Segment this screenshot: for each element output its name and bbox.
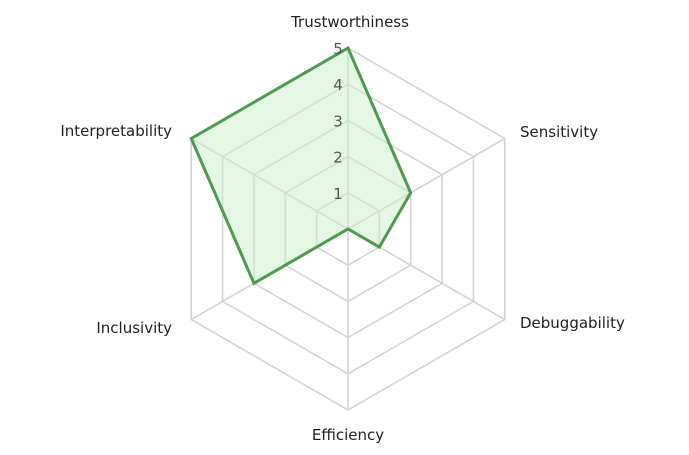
axis-label-interpretability: Interpretability <box>60 122 172 140</box>
radial-ticks: 1 2 3 4 5 <box>333 40 343 203</box>
radar-series <box>189 45 413 286</box>
axis-label-trustworthiness: Trustworthiness <box>290 13 409 31</box>
tick-label-3: 3 <box>333 112 343 130</box>
tick-label-5: 5 <box>333 40 343 58</box>
axis-labels: TrustworthinessSensitivityDebuggabilityE… <box>60 13 625 444</box>
tick-label-4: 4 <box>333 76 343 94</box>
tick-label-2: 2 <box>333 149 343 167</box>
axis-label-efficiency: Efficiency <box>312 426 384 444</box>
axis-label-debuggability: Debuggability <box>520 314 625 332</box>
tick-label-1: 1 <box>333 185 343 203</box>
axis-label-sensitivity: Sensitivity <box>520 123 598 141</box>
axis-label-inclusivity: Inclusivity <box>96 319 172 337</box>
